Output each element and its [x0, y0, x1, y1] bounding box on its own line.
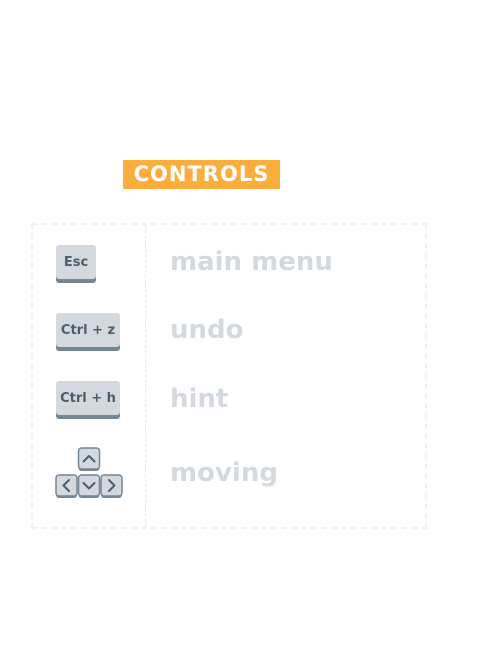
esc-key: Esc: [56, 245, 96, 279]
arrow-right-icon: [100, 474, 123, 498]
hint-label: hint: [170, 384, 229, 414]
arrow-up-icon: [77, 447, 101, 471]
controls-panel: [31, 223, 427, 529]
arrow-down-icon: [77, 474, 101, 498]
ctrl-h-key: Ctrl + h: [56, 381, 120, 415]
panel-divider: [145, 225, 146, 527]
controls-title: CONTROLS: [133, 162, 270, 186]
esc-key-label: Esc: [63, 254, 89, 270]
moving-label: moving: [170, 458, 278, 488]
ctrl-z-key-label: Ctrl + z: [60, 322, 116, 338]
controls-title-badge: CONTROLS: [123, 160, 280, 189]
main-menu-label: main menu: [170, 247, 333, 277]
arrow-left-icon: [55, 474, 78, 498]
ctrl-h-key-label: Ctrl + h: [60, 390, 116, 406]
ctrl-z-key: Ctrl + z: [56, 313, 120, 347]
arrow-keys: [55, 447, 123, 498]
undo-label: undo: [170, 315, 244, 345]
